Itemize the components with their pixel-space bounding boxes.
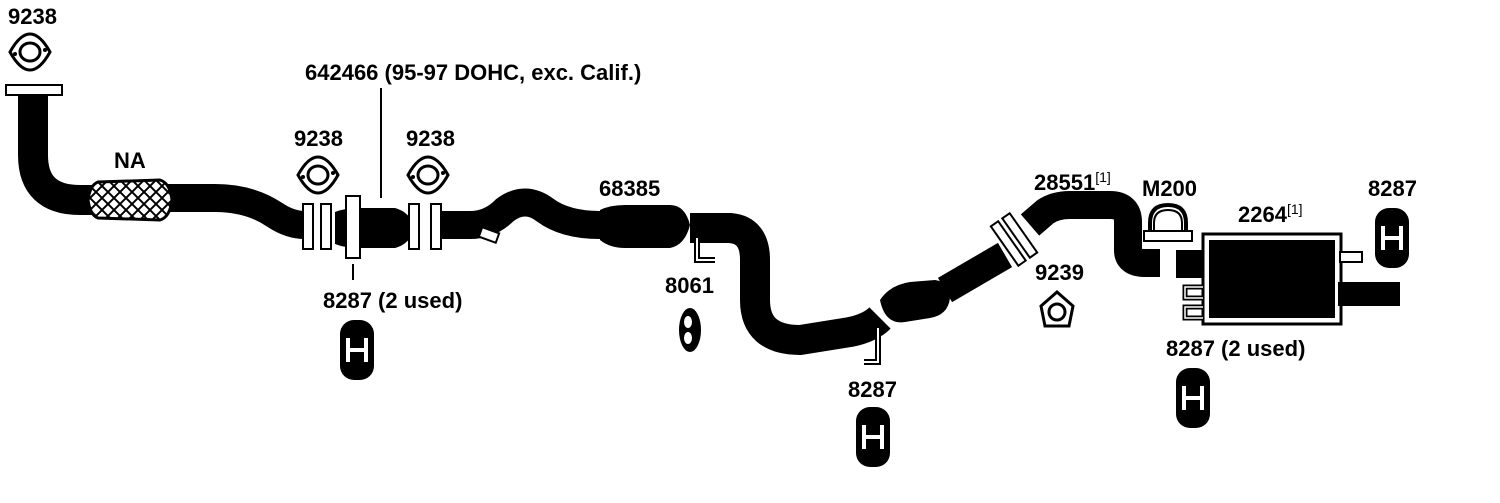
- flex-pipe: [86, 178, 174, 222]
- label-hanger-front: 8287 (2 used): [323, 288, 462, 313]
- label-muffler-note: [1]: [1287, 201, 1303, 217]
- rubber-hanger-icon: [856, 407, 890, 467]
- rear-pipe: [864, 191, 1160, 365]
- front-pipe: [5, 84, 306, 239]
- rubber-hanger-icon: [1375, 208, 1409, 268]
- label-pipe-28551-note: [1]: [1095, 169, 1111, 185]
- label-converter-note: 642466 (95-97 DOHC, exc. Calif.): [305, 60, 641, 85]
- gasket-icon: [296, 155, 340, 195]
- label-clamp: M200: [1142, 176, 1197, 201]
- label-pipe-28551-number: 28551: [1034, 170, 1095, 195]
- gasket-icon: [8, 32, 52, 72]
- label-gasket-left: 9238: [294, 126, 343, 151]
- rubber-hanger-icon: [340, 320, 374, 380]
- label-hanger-rear-top: 8287: [1368, 176, 1417, 201]
- label-muffler: 2264[1]: [1238, 201, 1303, 227]
- leader-lines: [352, 88, 382, 280]
- label-gasket-top-left: 9238: [8, 4, 57, 29]
- intermediate-pipe: [441, 188, 891, 356]
- rubber-hanger-icon: [1176, 368, 1210, 428]
- label-pipe-28551: 28551[1]: [1034, 169, 1111, 195]
- label-hanger-rear: 8287 (2 used): [1166, 336, 1305, 361]
- catalytic-converter: [302, 195, 442, 259]
- label-hanger-8061: 8061: [665, 273, 714, 298]
- gasket-9239-icon: [1039, 290, 1075, 328]
- label-hanger-mid: 8287: [848, 377, 897, 402]
- label-muffler-number: 2264: [1238, 202, 1288, 227]
- clamp-icon: [1143, 202, 1193, 242]
- hanger-8061-icon: [679, 308, 701, 352]
- gasket-icon: [406, 155, 450, 195]
- label-gasket-9239: 9239: [1035, 260, 1084, 285]
- label-gasket-right: 9238: [406, 126, 455, 151]
- label-na: NA: [114, 148, 146, 173]
- label-resonator: 68385: [599, 176, 660, 201]
- muffler: [1176, 232, 1400, 326]
